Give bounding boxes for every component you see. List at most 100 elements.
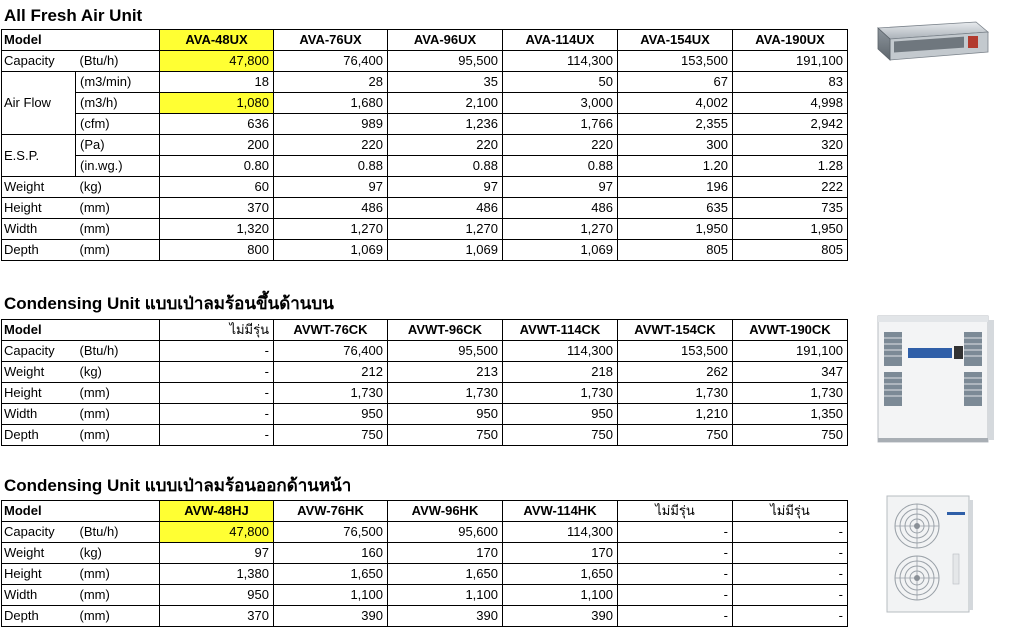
cell-value: - [159, 403, 274, 425]
cell-value: 300 [617, 134, 733, 156]
row-label: Depth [1, 605, 76, 627]
top-discharge-condensing-unit-image [877, 315, 994, 443]
cell-value: 1,950 [732, 218, 848, 240]
cell-value: 1,650 [273, 563, 388, 585]
cell-value: - [732, 521, 848, 543]
row-unit: (mm) [75, 605, 160, 627]
model-label: Model [1, 500, 160, 522]
cell-value: 800 [159, 239, 274, 261]
cell-value: 1,270 [502, 218, 618, 240]
row-label: Weight [1, 542, 76, 564]
cell-value: 1.20 [617, 155, 733, 177]
cell-value: 153,500 [617, 340, 733, 362]
table-row: Height (mm) 370 486 486 486 635 735 [1, 197, 848, 219]
cell-value: 83 [732, 71, 848, 93]
cell-value: 1,270 [387, 218, 503, 240]
model-name: AVW-76HK [273, 500, 388, 522]
cell-value: 0.88 [387, 155, 503, 177]
cell-value: 390 [387, 605, 503, 627]
model-name: ไม่มีรุ่น [617, 500, 733, 522]
cell-value: 320 [732, 134, 848, 156]
cell-value: 950 [273, 403, 388, 425]
cell-value: 18 [159, 71, 274, 93]
section-title-top-discharge: Condensing Unit แบบเป่าลมร้อนขึ้นด้านบน [4, 294, 334, 313]
row-unit: (m3/h) [75, 92, 160, 114]
cell-value: - [617, 605, 733, 627]
cell-value: 1,730 [273, 382, 388, 404]
cell-value: 95,600 [387, 521, 503, 543]
row-label: Depth [1, 239, 76, 261]
cell-value: 1.28 [732, 155, 848, 177]
cell-value: 47,800 [159, 50, 274, 72]
cell-value: 35 [387, 71, 503, 93]
row-unit: (kg) [75, 361, 160, 383]
row-label: Height [1, 197, 76, 219]
row-unit: (Btu/h) [75, 340, 160, 362]
row-label: Capacity [1, 340, 76, 362]
cell-value: 97 [387, 176, 503, 198]
cell-value: 1,730 [732, 382, 848, 404]
row-label: Depth [1, 424, 76, 446]
cell-value: 390 [273, 605, 388, 627]
model-name: AVWT-154CK [617, 319, 733, 341]
model-name: AVW-96HK [387, 500, 503, 522]
row-label: Air Flow [1, 71, 76, 135]
cell-value: 67 [617, 71, 733, 93]
cell-value: 1,350 [732, 403, 848, 425]
ducted-air-unit-image [877, 21, 990, 61]
front-discharge-spec-table: Model AVW-48HJ AVW-76HK AVW-96HK AVW-114… [1, 500, 848, 627]
cell-value: 196 [617, 176, 733, 198]
model-name: AVWT-190CK [732, 319, 848, 341]
cell-value: 1,380 [159, 563, 274, 585]
row-unit: (kg) [75, 176, 160, 198]
cell-value: 1,069 [502, 239, 618, 261]
cell-value: 191,100 [732, 340, 848, 362]
model-name: AVWT-96CK [387, 319, 503, 341]
cell-value: 735 [732, 197, 848, 219]
cell-value: - [732, 584, 848, 606]
model-name: AVA-114UX [502, 29, 618, 51]
model-name: ไม่มีรุ่น [732, 500, 848, 522]
fresh-air-spec-table: Model AVA-48UX AVA-76UX AVA-96UX AVA-114… [1, 29, 848, 261]
cell-value: 114,300 [502, 340, 618, 362]
model-name: AVA-48UX [159, 29, 274, 51]
row-label: Capacity [1, 521, 76, 543]
table-header-row: Model AVW-48HJ AVW-76HK AVW-96HK AVW-114… [1, 500, 848, 522]
table-row: Width (mm) 1,320 1,270 1,270 1,270 1,950… [1, 218, 848, 240]
cell-value: 750 [617, 424, 733, 446]
model-name: AVA-190UX [732, 29, 848, 51]
front-discharge-condensing-unit-image [886, 495, 973, 613]
cell-value: 1,950 [617, 218, 733, 240]
cell-value: 262 [617, 361, 733, 383]
cell-value: 95,500 [387, 340, 503, 362]
cell-value: - [617, 521, 733, 543]
table-header-row: Model ไม่มีรุ่น AVWT-76CK AVWT-96CK AVWT… [1, 319, 848, 341]
row-unit: (mm) [75, 424, 160, 446]
table-row: (m3/h) 1,080 1,680 2,100 3,000 4,002 4,9… [2, 92, 848, 114]
cell-value: - [617, 584, 733, 606]
cell-value: 486 [502, 197, 618, 219]
cell-value: 1,100 [273, 584, 388, 606]
cell-value: 1,730 [502, 382, 618, 404]
cell-value: - [732, 605, 848, 627]
row-unit: (mm) [75, 197, 160, 219]
row-unit: (Btu/h) [75, 50, 160, 72]
table-row: (cfm) 636 989 1,236 1,766 2,355 2,942 [2, 113, 848, 135]
cell-value: 1,730 [387, 382, 503, 404]
table-row: Height (mm) 1,380 1,650 1,650 1,650 - - [1, 563, 848, 585]
cell-value: 2,942 [732, 113, 848, 135]
row-unit: (mm) [75, 239, 160, 261]
row-label: Width [1, 584, 76, 606]
cell-value: 1,650 [502, 563, 618, 585]
cell-value: 4,002 [617, 92, 733, 114]
cell-value: 989 [273, 113, 388, 135]
table-row: Weight (kg) 97 160 170 170 - - [1, 542, 848, 564]
cell-value: 750 [732, 424, 848, 446]
row-label: E.S.P. [1, 134, 76, 177]
cell-value: 170 [387, 542, 503, 564]
section-title-front-discharge: Condensing Unit แบบเป่าลมร้อนออกด้านหน้า [4, 476, 352, 495]
table-row: Height (mm) - 1,730 1,730 1,730 1,730 1,… [1, 382, 848, 404]
cell-value: 160 [273, 542, 388, 564]
cell-value: 805 [732, 239, 848, 261]
table-row: Weight (kg) - 212 213 218 262 347 [1, 361, 848, 383]
